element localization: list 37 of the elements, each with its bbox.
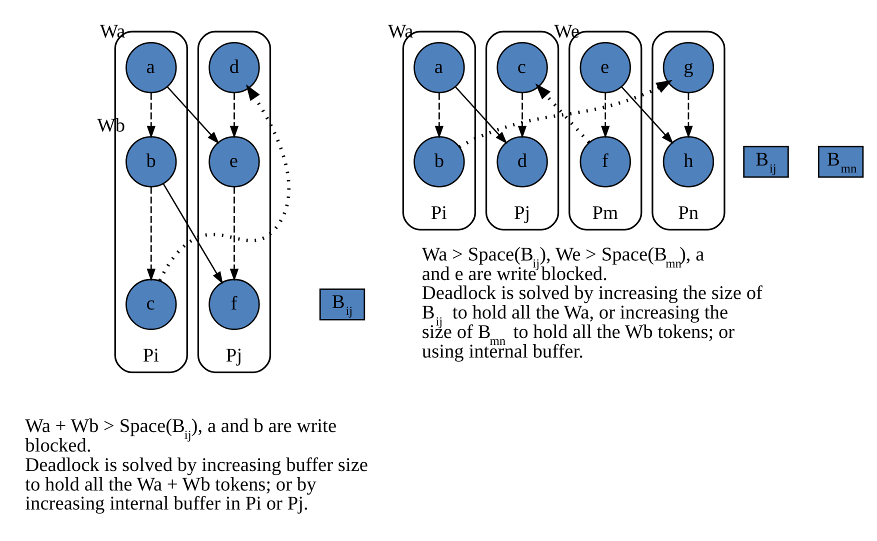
arrow xyxy=(230,93,239,138)
arrow xyxy=(684,93,693,138)
label: Deadlock is solved by increasing buffer size to hold all the Wa + Wb tokens; or by increasing internal buffer in Pi or Pj. xyxy=(25,454,368,515)
arrow xyxy=(146,186,156,282)
arrow xyxy=(458,80,673,148)
node-circle: c xyxy=(126,278,177,330)
node-circle: b xyxy=(414,136,465,188)
node-circle: d xyxy=(496,136,548,188)
node-circle: e xyxy=(580,42,631,94)
arrow xyxy=(455,86,508,144)
arrow xyxy=(518,93,527,138)
arrow xyxy=(146,93,156,138)
arrow xyxy=(162,183,223,284)
arrow xyxy=(601,93,610,138)
label: Wa > Space(B$_{ij}$), We > Space(B$_{mn}$), a and e are write blocked. xyxy=(422,244,704,285)
node-circle: e xyxy=(208,136,260,188)
arrow xyxy=(167,86,220,144)
node-circle: h xyxy=(662,136,714,188)
node-circle: f xyxy=(580,136,631,188)
node-label: Wa xyxy=(100,21,126,42)
arrow xyxy=(158,84,290,282)
node-circle: a xyxy=(126,42,177,94)
node-box: B$_{ij}$ xyxy=(743,146,789,178)
label: Wa + Wb > Space(B$_{ij}$), a and b are write blocked. xyxy=(25,416,337,456)
node-box: B$_{mn}$ xyxy=(818,146,864,178)
arrow xyxy=(434,93,444,138)
node-circle: c xyxy=(496,42,548,94)
label: Deadlock is solved by increasing the size of B$_{ij}$ to hold all the Wa, or increasing the size of B$_{mn}$ to hold all the Wb tokens; or using internal buffer. xyxy=(422,283,762,362)
arrow xyxy=(230,186,239,282)
node-box: B$_{ij}$ xyxy=(319,288,366,320)
node-circle: g xyxy=(662,42,714,94)
arrow xyxy=(621,86,674,144)
node-circle: b xyxy=(126,136,177,188)
node-circle: a xyxy=(414,42,465,94)
arrow xyxy=(535,83,590,144)
node-circle: f xyxy=(208,278,260,330)
node-circle: d xyxy=(208,42,260,94)
